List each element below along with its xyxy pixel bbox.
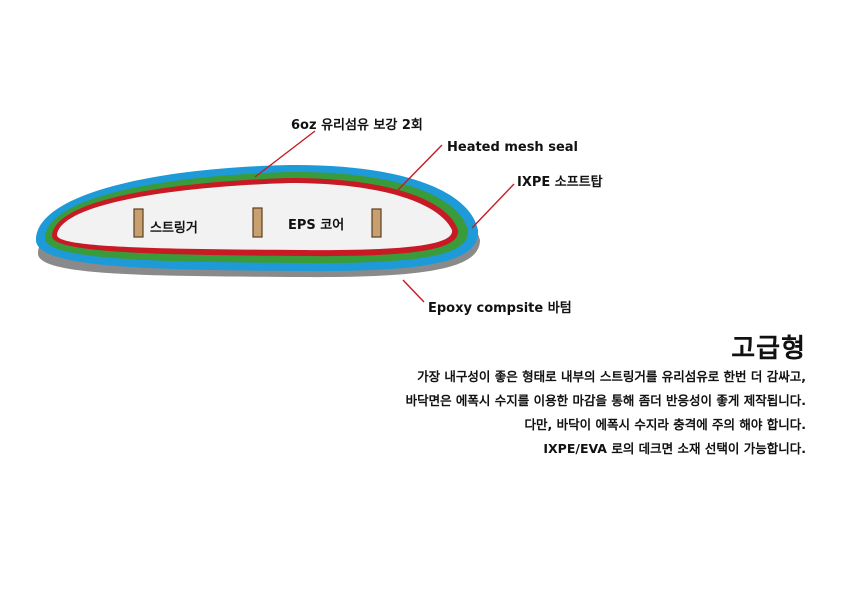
description-line-4: IXPE/EVA 로의 데크면 소재 선택이 가능합니다. bbox=[543, 441, 806, 456]
ixpe-callout-label: IXPE 소프트탑 bbox=[517, 175, 603, 190]
description-line-2: 바닥면은 에폭시 수지를 이용한 마감을 통해 좀더 반응성이 좋게 제작됩니다… bbox=[405, 393, 806, 408]
heated-mesh-callout-label: Heated mesh seal bbox=[447, 140, 578, 155]
stringer-label: 스트링거 bbox=[150, 221, 198, 236]
stringer-right bbox=[371, 208, 382, 238]
epoxy-callout-label: Epoxy compsite 바텀 bbox=[428, 300, 572, 316]
epoxy-callout-line bbox=[402, 279, 425, 303]
heated-mesh-callout-line bbox=[397, 144, 443, 191]
fiberglass-callout-line bbox=[254, 130, 316, 178]
core-label: EPS 코어 bbox=[288, 217, 344, 233]
description-line-3: 다만, 바닥이 에폭시 수지라 충격에 주의 해야 합니다. bbox=[524, 417, 806, 432]
ixpe-callout-line bbox=[471, 183, 515, 229]
stringer-left bbox=[133, 208, 144, 238]
fiberglass-callout-label: 6oz 유리섬유 보강 2회 bbox=[291, 117, 423, 133]
stringer-center bbox=[252, 207, 263, 238]
description-line-1: 가장 내구성이 좋은 형태로 내부의 스트링거를 유리섬유로 한번 더 감싸고, bbox=[417, 369, 806, 384]
product-tier-title: 고급형 bbox=[731, 334, 806, 364]
